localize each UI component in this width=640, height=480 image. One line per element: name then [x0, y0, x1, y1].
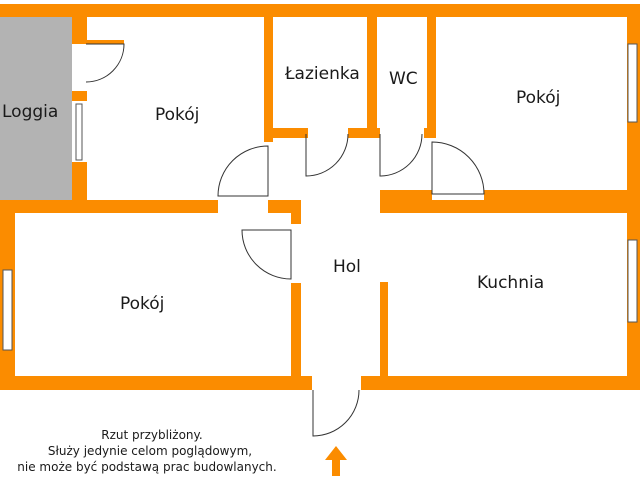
window-kuchnia	[627, 239, 638, 323]
loggia-area	[0, 16, 72, 204]
window-top-right-room	[627, 43, 638, 123]
door-top-left-room	[217, 145, 269, 197]
door-lazienka	[305, 133, 349, 177]
room-label-loggia: Loggia	[2, 102, 58, 122]
door-entrance	[312, 389, 360, 437]
door-top-right-room	[431, 141, 485, 195]
room-label-pokoj-bottom-left: Pokój	[120, 294, 164, 314]
door-wc	[379, 133, 423, 177]
disclaimer-note: Rzut przybliżony. Służy jedynie celom po…	[17, 428, 276, 474]
note-line-2: Służy jedynie celom poglądowym,	[48, 444, 252, 458]
room-label-pokoj-top-right: Pokój	[516, 88, 560, 108]
room-label-kuchnia: Kuchnia	[477, 273, 544, 293]
room-label-pokoj-top-left: Pokój	[155, 105, 199, 125]
doors	[85, 43, 485, 437]
room-label-lazienka: Łazienka	[284, 64, 360, 84]
room-label-wc: WC	[389, 69, 418, 89]
windows	[2, 43, 638, 351]
room-label-hol: Hol	[333, 257, 361, 277]
window-bottom-left-room	[2, 269, 13, 351]
door-loggia	[85, 43, 125, 83]
window-loggia	[75, 103, 83, 161]
up-arrow-icon	[325, 446, 347, 476]
door-bottom-left-room	[241, 229, 292, 280]
walls	[0, 4, 640, 390]
note-line-1: Rzut przybliżony.	[101, 428, 202, 442]
note-line-3: nie może być podstawą prac budowlanych.	[17, 460, 276, 474]
